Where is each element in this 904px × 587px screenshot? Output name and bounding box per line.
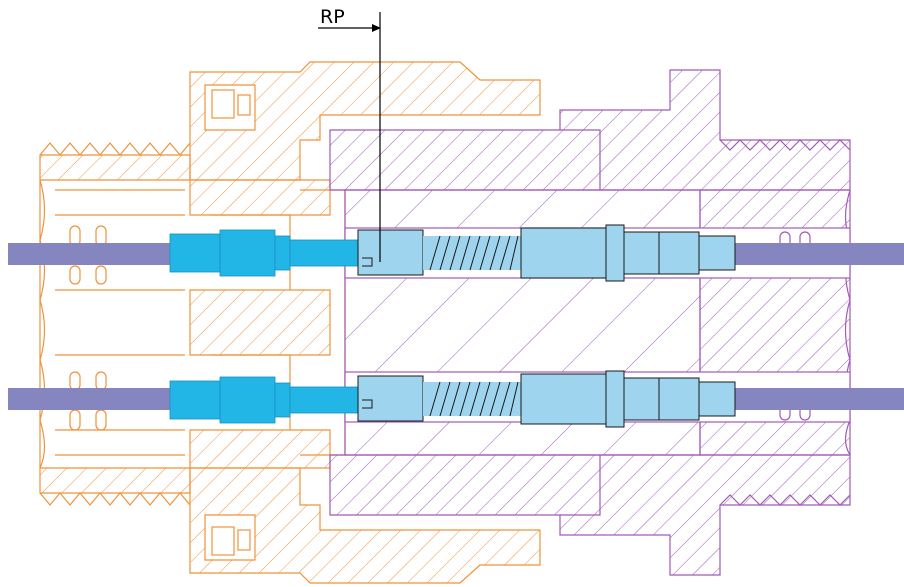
right-plug-upper [357, 224, 736, 282]
fiber-lower [8, 388, 904, 410]
right-housing [329, 69, 851, 576]
fiber-upper [8, 243, 904, 265]
reference-plane-label: RP [320, 6, 345, 28]
left-plug-lower [169, 376, 359, 424]
left-plug-upper [169, 229, 359, 277]
left-housing [39, 61, 541, 584]
right-plug-lower [357, 370, 736, 428]
reference-plane-marker: RP [318, 6, 381, 262]
